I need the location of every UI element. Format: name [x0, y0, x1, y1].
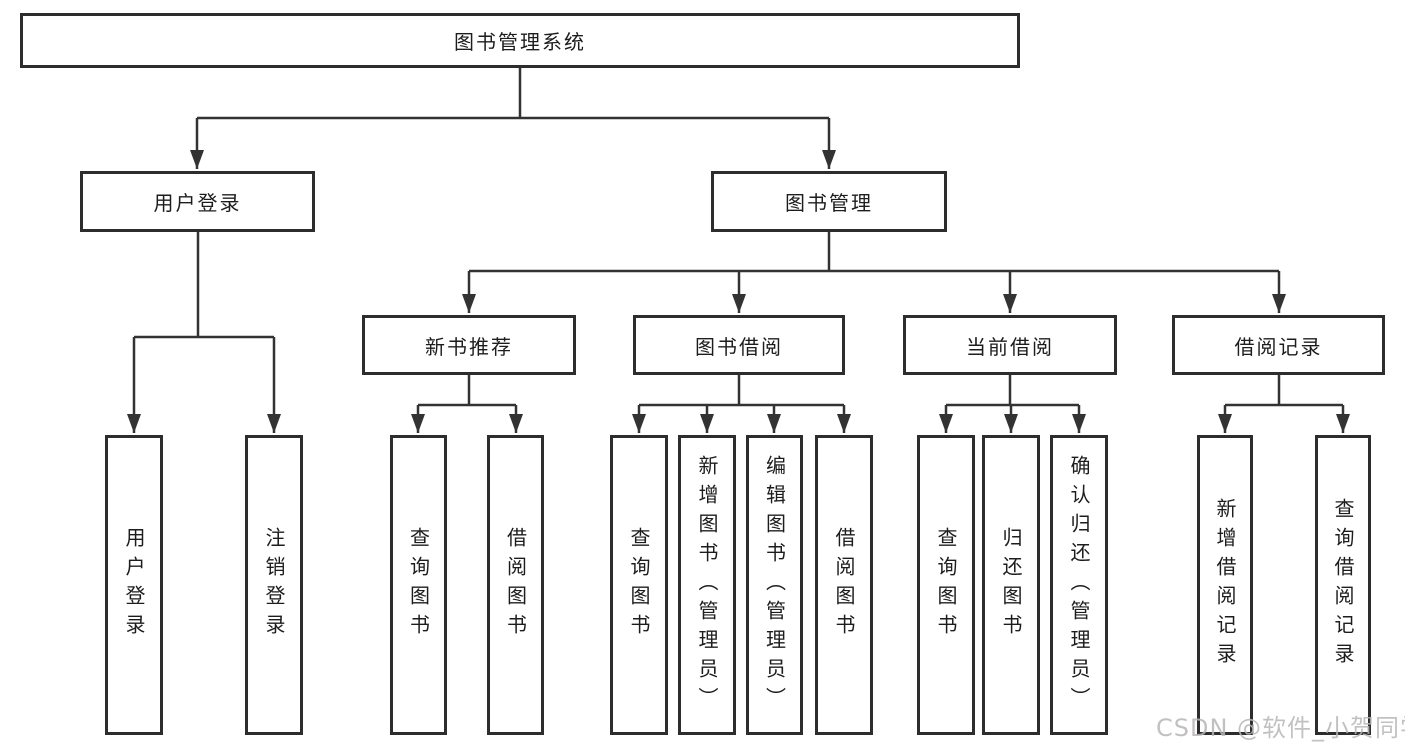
node-root-system: 图书管理系统: [20, 13, 1020, 68]
leaf-current-confirm-return-admin: 确认归还（管理员）: [1050, 435, 1108, 735]
node-book-management: 图书管理: [711, 171, 947, 232]
node-new-book-recommend: 新书推荐: [362, 315, 576, 375]
node-user-login: 用户登录: [80, 171, 315, 232]
node-borrow-records: 借阅记录: [1172, 315, 1385, 375]
leaf-borrow-add-books-admin: 新增图书（管理员）: [678, 435, 736, 735]
leaf-borrow-query-books: 查询图书: [610, 435, 668, 735]
leaf-record-query-record: 查询借阅记录: [1315, 435, 1371, 735]
leaf-borrow-borrow-books: 借阅图书: [815, 435, 873, 735]
node-book-borrow: 图书借阅: [633, 315, 845, 375]
csdn-watermark: CSDN @软件_小贺同学: [1156, 714, 1405, 742]
leaf-user-login: 用户登录: [105, 435, 163, 735]
leaf-current-query-books: 查询图书: [917, 435, 975, 735]
leaf-current-return-books: 归还图书: [982, 435, 1040, 735]
leaf-record-add-record: 新增借阅记录: [1197, 435, 1253, 735]
leaf-newbook-query-books: 查询图书: [390, 435, 447, 735]
leaf-borrow-edit-books-admin: 编辑图书（管理员）: [746, 435, 803, 735]
node-current-borrow: 当前借阅: [903, 315, 1117, 375]
leaf-logout: 注销登录: [245, 435, 303, 735]
leaf-newbook-borrow-books: 借阅图书: [487, 435, 544, 735]
